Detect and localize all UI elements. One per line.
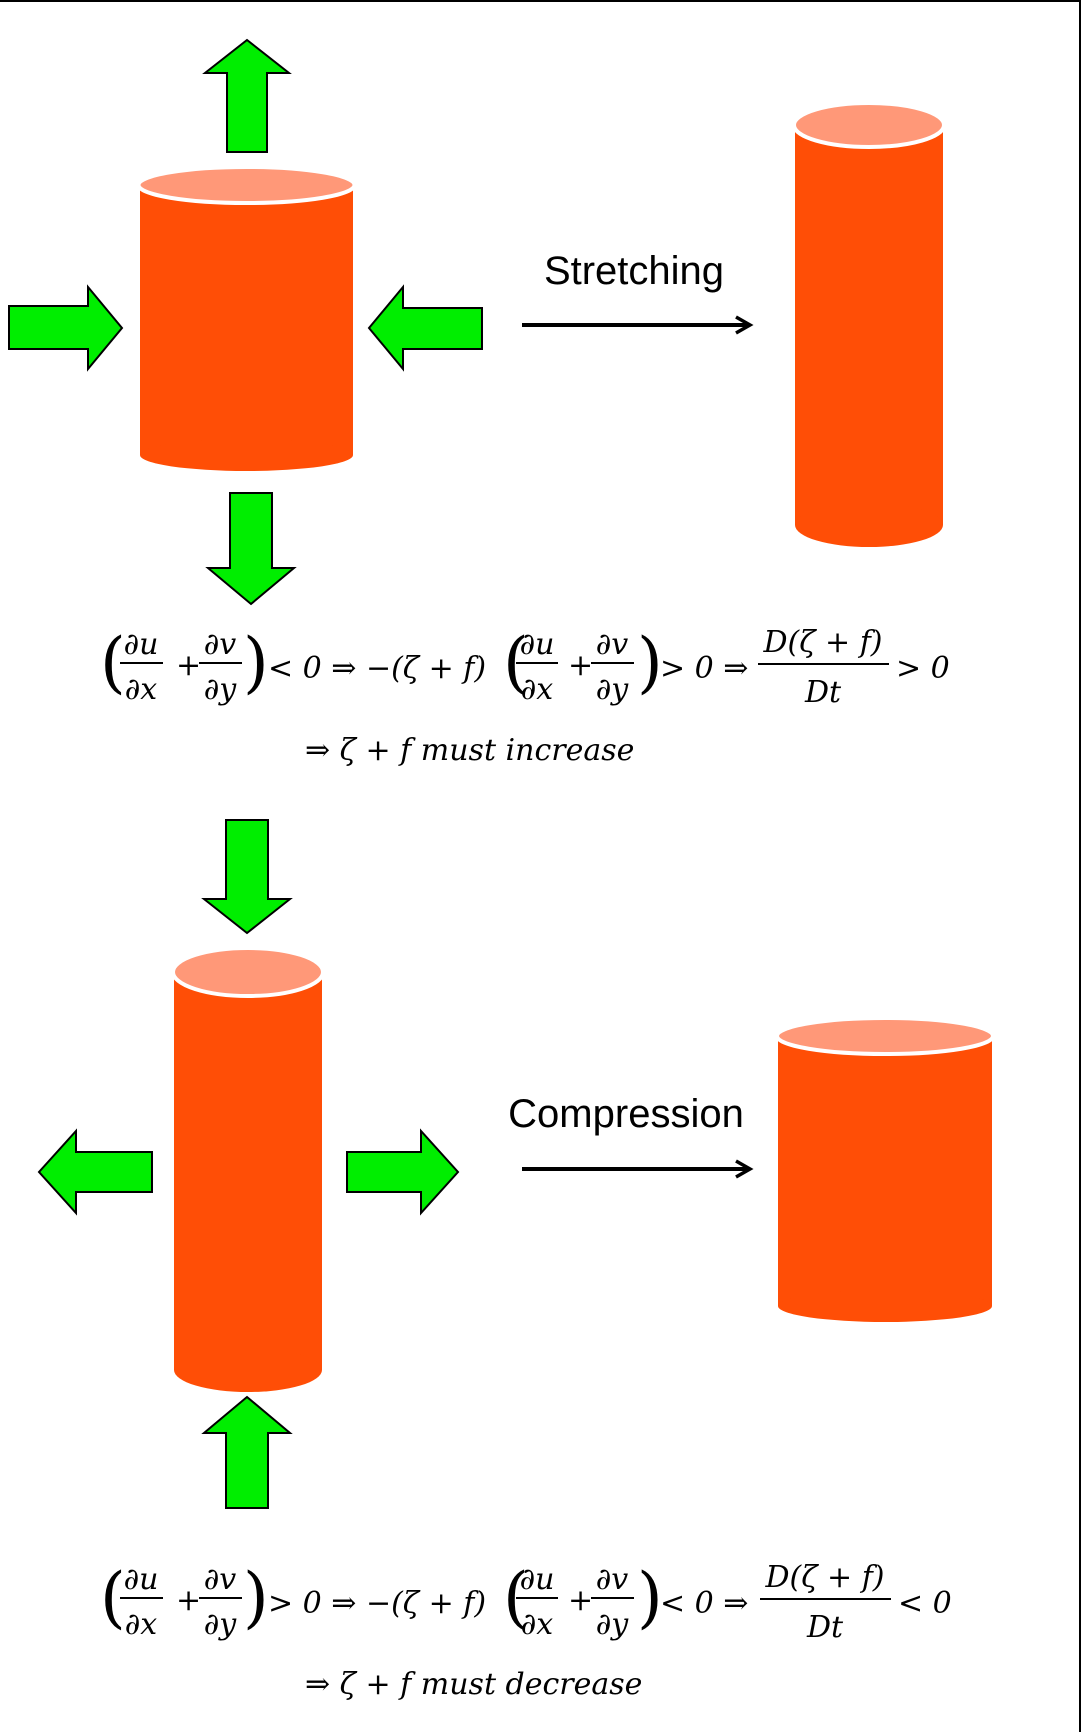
- partial-x: ∂x: [521, 672, 554, 707]
- svg-text:+: +: [176, 1583, 201, 1618]
- arrow-right-icon: [8, 284, 124, 372]
- partial-y: ∂y: [204, 672, 238, 707]
- arrow-up-icon: [201, 1395, 293, 1509]
- svg-text:+: +: [568, 1583, 593, 1618]
- compression-panel: Compression ( ∂u ∂x + ∂v ∂y ) > 0 ⇒ −(ζ …: [37, 819, 995, 1702]
- partial-v: ∂v: [596, 627, 629, 662]
- svg-text:): ): [637, 1559, 663, 1636]
- arrow-down-icon: [201, 819, 293, 935]
- partial-y: ∂y: [596, 1607, 630, 1642]
- svg-text:): ): [243, 1559, 269, 1636]
- arrow-down-icon: [205, 492, 297, 606]
- relation-1: > 0 ⇒ −(ζ + f): [268, 1586, 486, 1621]
- stretching-conclusion: ⇒ ζ + f must increase: [305, 733, 634, 768]
- material-derivative-denominator: Dt: [806, 1610, 844, 1645]
- stretching-label: Stretching: [544, 249, 724, 293]
- stretching-equation: ( ∂u ∂x + ∂v ∂y ) < 0 ⇒ −(ζ + f) ( ∂u ∂x…: [100, 624, 950, 710]
- material-derivative-denominator: Dt: [804, 675, 842, 710]
- compression-equation: ( ∂u ∂x + ∂v ∂y ) > 0 ⇒ −(ζ + f) ( ∂u ∂x…: [100, 1559, 952, 1645]
- partial-u: ∂u: [520, 627, 555, 662]
- partial-u: ∂u: [124, 1562, 159, 1597]
- right-paren: ): [243, 624, 269, 701]
- tall-cylinder-before: [171, 946, 325, 1392]
- partial-v: ∂v: [596, 1562, 629, 1597]
- stretching-panel: Stretching ( ∂u ∂x + ∂v ∂y ) < 0 ⇒ −(ζ +…: [8, 38, 950, 768]
- partial-y: ∂y: [596, 672, 630, 707]
- arrow-left-icon: [37, 1128, 153, 1216]
- relation-2: > 0 ⇒: [660, 651, 748, 686]
- compression-conclusion: ⇒ ζ + f must decrease: [305, 1667, 642, 1702]
- arrow-left-icon: [367, 284, 483, 372]
- arrow-up-icon: [202, 38, 292, 153]
- partial-u: ∂u: [124, 627, 159, 662]
- plus-sign: +: [176, 648, 201, 683]
- partial-y: ∂y: [204, 1607, 238, 1642]
- svg-text:+: +: [568, 648, 593, 683]
- relation-3: < 0: [898, 1586, 952, 1621]
- material-derivative-numerator: D(ζ + f): [762, 625, 882, 660]
- svg-text:): ): [637, 624, 663, 701]
- relation-2: < 0 ⇒: [660, 1586, 748, 1621]
- partial-x: ∂x: [125, 672, 158, 707]
- partial-u: ∂u: [520, 1562, 555, 1597]
- compression-label: Compression: [508, 1092, 744, 1136]
- arrow-right-icon: [346, 1128, 460, 1216]
- material-derivative-numerator: D(ζ + f): [764, 1560, 884, 1595]
- partial-x: ∂x: [521, 1607, 554, 1642]
- relation-1: < 0 ⇒ −(ζ + f): [268, 651, 486, 686]
- short-cylinder-before: [136, 165, 357, 471]
- tall-cylinder-after: [792, 101, 946, 547]
- partial-v: ∂v: [204, 1562, 237, 1597]
- partial-v: ∂v: [204, 627, 237, 662]
- partial-x: ∂x: [125, 1607, 158, 1642]
- relation-3: > 0: [896, 651, 950, 686]
- short-cylinder-after: [775, 1016, 995, 1322]
